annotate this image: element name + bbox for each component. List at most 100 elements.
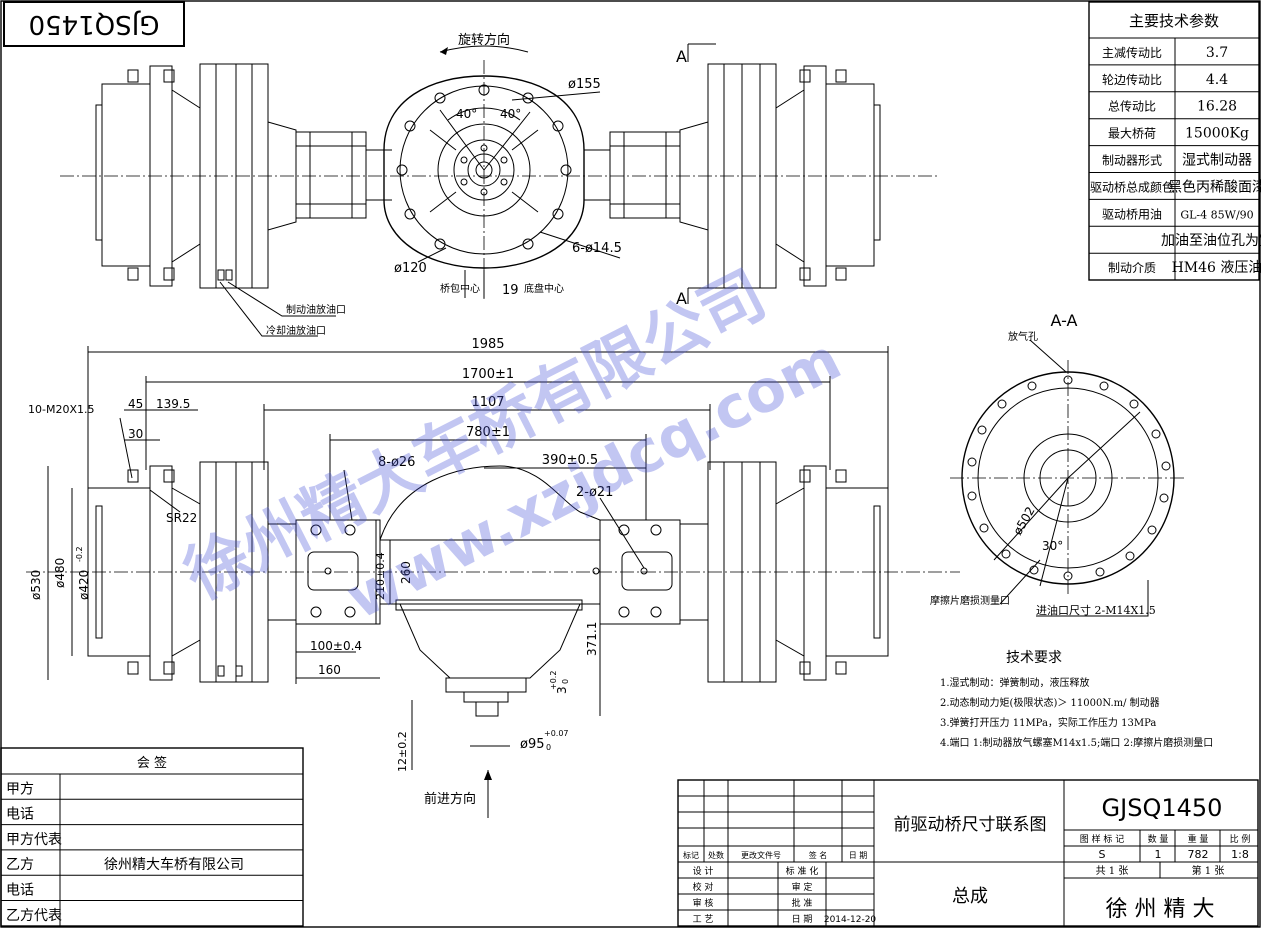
tech-title: 技术要求 (1006, 650, 1062, 666)
dim-95-tol-up: +0.07 (544, 729, 569, 738)
value-scale: 1:8 (1231, 848, 1249, 861)
param-value: HM46 液压油 (1172, 260, 1261, 276)
col-weight: 重 量 (1188, 833, 1209, 845)
sheet-no: 第 1 张 (1192, 864, 1225, 877)
dim-100: 100±0.4 (310, 639, 362, 653)
signoff-label: 乙方 (6, 857, 34, 873)
param-value: 15000Kg (1185, 126, 1249, 142)
rev-h5: 日 期 (849, 851, 868, 860)
pilot-dim: ø120 (394, 261, 427, 276)
assembly-label: 总成 (952, 886, 988, 907)
dim-371: 371.1 (585, 622, 599, 656)
param-value: 4.4 (1206, 72, 1228, 88)
dim-3: 3 (555, 686, 569, 694)
param-value: 3.7 (1206, 45, 1228, 61)
dim-45: 45 (128, 397, 143, 411)
brake-drain-label: 制动油放油口 (286, 303, 346, 316)
param-label: 制动介质 (1108, 261, 1156, 275)
watermark: 徐州精大车桥有限公司 www.xzjdcq.com (172, 257, 851, 633)
dim-pad-span: 780±1 (466, 425, 510, 440)
company-name: 徐 州 精 大 (1106, 897, 1215, 922)
signoff-label: 甲方 (6, 781, 34, 797)
bolt-circle-dim: ø155 (568, 77, 601, 92)
value-qty: 1 (1155, 848, 1162, 861)
role-2: 校 对 (693, 881, 714, 893)
bolt-circle-holes (396, 84, 572, 250)
signoff-label: 电话 (6, 807, 34, 823)
date-value: 2014-12-20 (824, 915, 877, 925)
section-mark-bottom: A (676, 289, 687, 308)
dim-sr: SR22 (166, 511, 197, 525)
dim-480: ø480 (53, 558, 67, 588)
role-3: 审 核 (693, 897, 714, 909)
dim-95-tol-dn: 0 (546, 743, 551, 752)
dim-3-tol-dn: 0 (561, 679, 570, 684)
col-qty: 数 量 (1148, 833, 1169, 845)
signoff-label: 乙方代表 (6, 908, 62, 924)
angle-right: 40° (500, 107, 521, 121)
top-view: 旋转方向 A A ø155 40° 40° 6-ø14.5 ø120 桥包中心 … (60, 32, 940, 337)
signoff-label: 甲方代表 (6, 832, 62, 848)
dim-track: 1700±1 (462, 367, 514, 382)
dim-530: ø530 (29, 570, 43, 600)
dim-3-tol-up: +0.2 (549, 671, 558, 690)
param-value: GL-4 85W/90 (1180, 208, 1253, 221)
title-block: 前驱动桥尺寸联系图 总成 GJSQ1450 徐 州 精 大 图 样 标 记 数 … (677, 779, 1259, 927)
angle-left: 40° (456, 107, 477, 121)
dim-420-tol: -0.2 (75, 546, 84, 562)
drawing-name: 前驱动桥尺寸联系图 (894, 815, 1047, 835)
param-label: 轮边传动比 (1102, 72, 1162, 87)
param-label: 制动器形式 (1102, 154, 1162, 168)
dim-160: 160 (318, 663, 341, 677)
section-bolt-holes (967, 375, 1171, 581)
signoff-value: 徐州精大车桥有限公司 (104, 856, 244, 873)
dim-95: ø95 (520, 737, 545, 752)
section-title: A-A (1051, 311, 1078, 330)
dim-overall: 1985 (471, 337, 504, 352)
forward-label: 前进方向 (424, 791, 476, 807)
dim-spring-span: 1107 (471, 395, 504, 410)
role2-3: 批 准 (792, 897, 813, 909)
dim-30: 30 (128, 427, 143, 441)
drawing-stamp: GJSQ1450 (3, 1, 185, 47)
tech-item-4: 4.端口 1:制动器放气螺塞M14x1.5;端口 2:摩擦片磨损测量口 (940, 736, 1213, 749)
rev-h3: 更改文件号 (741, 850, 781, 860)
vent-label: 放气孔 (1008, 330, 1038, 343)
rev-h1: 标记 (683, 850, 699, 860)
chassis-center-label: 底盘中心 (524, 282, 564, 295)
tech-item-1: 1.湿式制动：弹簧制动，液压释放 (940, 676, 1090, 689)
dim-12: 12±0.2 (396, 731, 409, 772)
rotation-label: 旋转方向 (458, 32, 510, 48)
dim-139: 139.5 (156, 397, 190, 411)
dim-260: 260 (399, 561, 413, 584)
param-table: 主要技术参数 (1088, 1, 1260, 281)
param-value: 湿式制动器 (1182, 153, 1252, 169)
param-label: 主减传动比 (1102, 45, 1162, 60)
dim-210: 210±0.4 (374, 552, 387, 600)
wear-port-label: 摩擦片磨损测量口 (930, 594, 1010, 607)
signoff-title: 会 签 (137, 755, 167, 771)
param-value: 加油至油位孔为宜 (1161, 233, 1261, 249)
inlet-label: 进油口尺寸 2-M14X1.5 (1036, 603, 1156, 617)
value-mark: S (1099, 848, 1106, 861)
role-4: 工 艺 (693, 914, 714, 925)
offset-dim: 19 (502, 283, 519, 298)
dim-pad-offset: 390±0.5 (542, 453, 598, 468)
rev-h4: 签 名 (809, 850, 828, 860)
param-value: 16.28 (1197, 99, 1237, 115)
role2-4: 日 期 (792, 914, 813, 925)
tech-requirements: 技术要求 1.湿式制动：弹簧制动，液压释放 2.动态制动力矩(极限状态)＞ 11… (940, 650, 1213, 749)
param-label: 驱动桥用油 (1102, 207, 1162, 221)
cooling-drain-label: 冷却油放油口 (266, 324, 326, 337)
value-weight: 782 (1188, 848, 1209, 861)
stamp-code: GJSQ1450 (29, 9, 160, 39)
rev-h2: 处数 (708, 850, 724, 860)
param-label: 总传动比 (1108, 99, 1156, 114)
tech-item-2: 2.动态制动力矩(极限状态)＞ 11000N.m/ 制动器 (940, 696, 1160, 709)
role2-2: 审 定 (792, 881, 813, 893)
section-angle: 30° (1042, 539, 1063, 553)
